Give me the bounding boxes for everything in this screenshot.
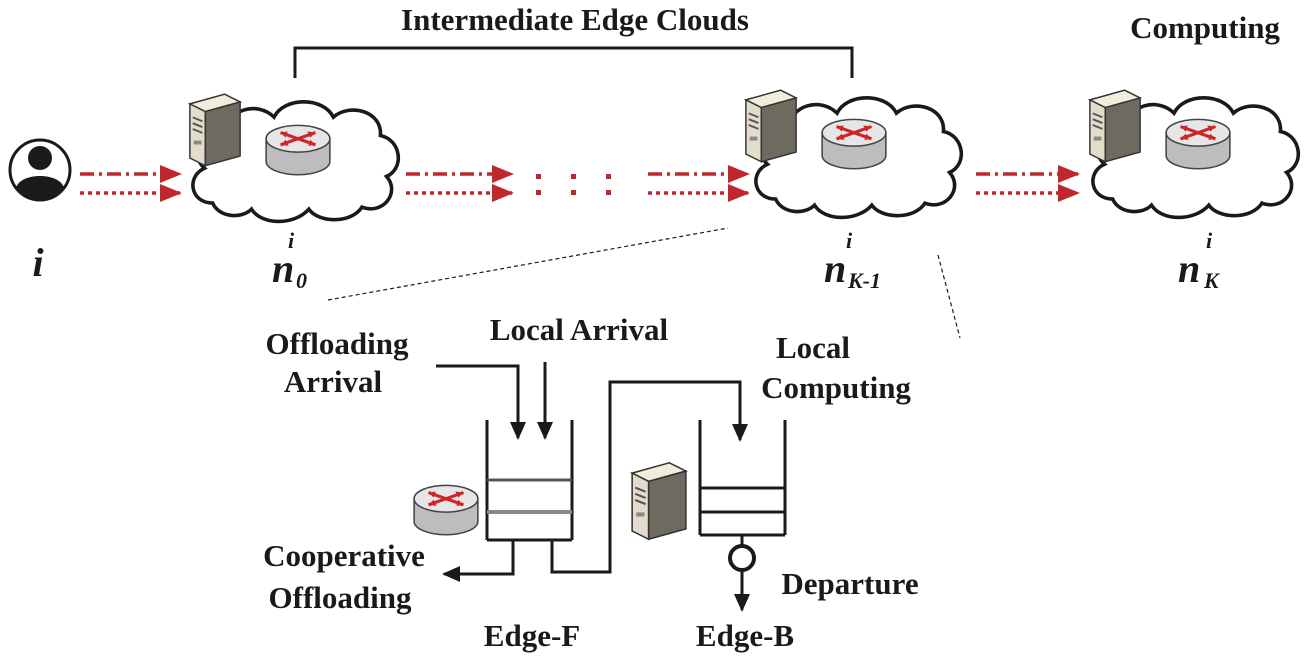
edge-f-label: Edge-F — [484, 618, 580, 653]
svg-text:n: n — [824, 246, 846, 291]
edge-b-label: Edge-B — [696, 618, 794, 653]
router-icon — [264, 123, 332, 177]
svg-text:i: i — [1206, 228, 1213, 253]
offloading-arrival-line2: Arrival — [284, 364, 383, 399]
edge-b-queue — [698, 420, 787, 537]
zoom-guide-left — [327, 227, 729, 301]
server-icon — [631, 461, 687, 541]
local-computing-line1: Local — [776, 330, 850, 365]
node-label-n0: i n 0 — [272, 228, 307, 293]
edge-f-queue — [485, 420, 574, 542]
user-label: i — [32, 240, 43, 285]
offloading-arrival-arrow — [436, 364, 526, 440]
router-icon — [820, 117, 888, 171]
user-icon — [8, 138, 72, 202]
node-label-nk: i n K — [1178, 228, 1220, 293]
intermediate-edge-clouds-label: Intermediate Edge Clouds — [401, 2, 749, 37]
cooperative-offloading-arrow — [442, 540, 515, 582]
cooperative-offloading-line1: Cooperative — [263, 538, 425, 573]
svg-text:i: i — [288, 228, 295, 253]
node-label-nk1: i n K-1 — [824, 228, 881, 293]
server-icon — [1088, 89, 1142, 163]
server-icon — [744, 89, 798, 163]
intermediate-bracket — [293, 46, 854, 78]
offloading-arrival-line1: Offloading — [266, 326, 409, 361]
cloud-nk1 — [744, 89, 961, 217]
svg-text:K: K — [1203, 268, 1220, 293]
svg-text:n: n — [272, 246, 294, 291]
cooperative-offloading-line2: Offloading — [269, 580, 412, 615]
svg-text:i: i — [846, 228, 853, 253]
ellipsis-dots — [536, 174, 611, 195]
computing-label: Computing — [1130, 10, 1280, 45]
local-computing-line2: Computing — [761, 370, 911, 405]
router-icon — [412, 483, 480, 537]
zoom-guide-right — [937, 254, 961, 339]
local-arrival-label: Local Arrival — [490, 312, 669, 347]
flow-arrows — [80, 165, 1080, 202]
router-icon — [1164, 117, 1232, 171]
cloud-nk — [1088, 89, 1298, 217]
svg-text:K-1: K-1 — [847, 268, 881, 293]
departure-label: Departure — [781, 566, 918, 601]
cloud-n0 — [188, 93, 398, 221]
svg-text:0: 0 — [296, 268, 307, 293]
departure-server — [728, 535, 756, 612]
local-computing-arrow — [550, 380, 748, 574]
server-icon — [188, 93, 242, 167]
svg-text:n: n — [1178, 246, 1200, 291]
